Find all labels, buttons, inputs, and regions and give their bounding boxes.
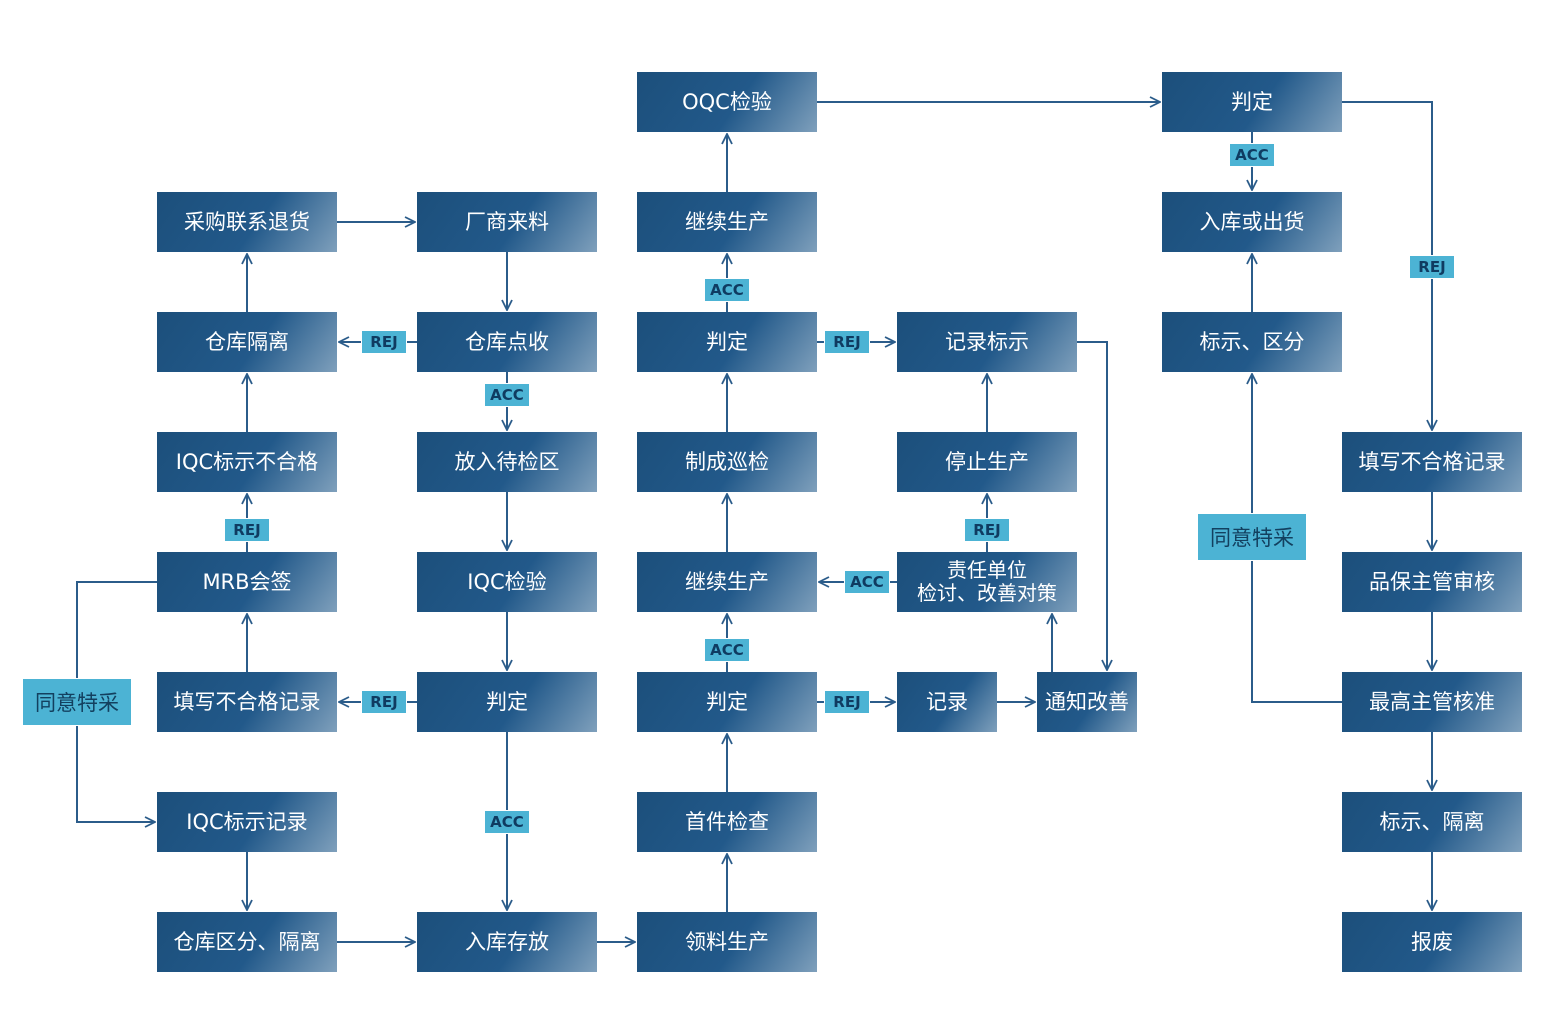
node-purchase-return: 采购联系退货 bbox=[157, 192, 337, 252]
node-process-patrol: 制成巡检 bbox=[637, 432, 817, 492]
node-continue-production-top: 继续生产 bbox=[637, 192, 817, 252]
edge-mark-to-notify bbox=[1077, 341, 1107, 670]
node-oqc-inspect: OQC检验 bbox=[637, 72, 817, 132]
node-judge-patrol: 判定 bbox=[637, 312, 817, 372]
tag-special-accept-right: 同意特采 bbox=[1197, 513, 1307, 561]
node-record: 记录 bbox=[897, 672, 997, 732]
tag-rej: REJ bbox=[361, 330, 407, 354]
tag-acc: ACC bbox=[1229, 143, 1275, 167]
node-notify-improve: 通知改善 bbox=[1037, 672, 1137, 732]
node-stop-production: 停止生产 bbox=[897, 432, 1077, 492]
tag-acc: ACC bbox=[484, 810, 530, 834]
node-mark-separate: 标示、区分 bbox=[1162, 312, 1342, 372]
node-wait-inspect-area: 放入待检区 bbox=[417, 432, 597, 492]
responsible-unit-line1: 责任单位 bbox=[947, 558, 1027, 582]
tag-special-accept-left: 同意特采 bbox=[22, 678, 132, 726]
node-qa-manager-review: 品保主管审核 bbox=[1342, 552, 1522, 612]
node-store-or-ship: 入库或出货 bbox=[1162, 192, 1342, 252]
node-store-inventory: 入库存放 bbox=[417, 912, 597, 972]
node-judge-first: 判定 bbox=[637, 672, 817, 732]
node-material-production: 领料生产 bbox=[637, 912, 817, 972]
node-fill-nonconform-record-oqc: 填写不合格记录 bbox=[1342, 432, 1522, 492]
tag-rej: REJ bbox=[1409, 255, 1455, 279]
node-judge-iqc: 判定 bbox=[417, 672, 597, 732]
node-record-mark: 记录标示 bbox=[897, 312, 1077, 372]
tag-acc: ACC bbox=[704, 638, 750, 662]
tag-rej: REJ bbox=[824, 330, 870, 354]
node-iqc-mark-nonconform: IQC标示不合格 bbox=[157, 432, 337, 492]
tag-rej: REJ bbox=[224, 518, 270, 542]
node-scrap: 报废 bbox=[1342, 912, 1522, 972]
tag-acc: ACC bbox=[704, 278, 750, 302]
node-iqc-mark-record: IQC标示记录 bbox=[157, 792, 337, 852]
tag-rej: REJ bbox=[361, 690, 407, 714]
node-first-article-check: 首件检查 bbox=[637, 792, 817, 852]
node-top-manager-approve: 最高主管核准 bbox=[1342, 672, 1522, 732]
node-mrb-signoff: MRB会签 bbox=[157, 552, 337, 612]
edge-approve-special-mark bbox=[1252, 374, 1342, 703]
node-warehouse-isolate: 仓库隔离 bbox=[157, 312, 337, 372]
node-warehouse-separate: 仓库区分、隔离 bbox=[157, 912, 337, 972]
node-supplier-material: 厂商来料 bbox=[417, 192, 597, 252]
tag-rej: REJ bbox=[824, 690, 870, 714]
node-warehouse-receive: 仓库点收 bbox=[417, 312, 597, 372]
node-judge-oqc: 判定 bbox=[1162, 72, 1342, 132]
edge-judge-rej-record2 bbox=[1342, 101, 1432, 430]
node-continue-production: 继续生产 bbox=[637, 552, 817, 612]
node-iqc-inspect: IQC检验 bbox=[417, 552, 597, 612]
responsible-unit-line2: 检讨、改善对策 bbox=[917, 581, 1057, 605]
tag-acc: ACC bbox=[844, 570, 890, 594]
node-fill-nonconform-record: 填写不合格记录 bbox=[157, 672, 337, 732]
tag-rej: REJ bbox=[964, 518, 1010, 542]
node-responsible-unit: 责任单位 检讨、改善对策 bbox=[897, 552, 1077, 612]
node-mark-isolate: 标示、隔离 bbox=[1342, 792, 1522, 852]
tag-acc: ACC bbox=[484, 383, 530, 407]
